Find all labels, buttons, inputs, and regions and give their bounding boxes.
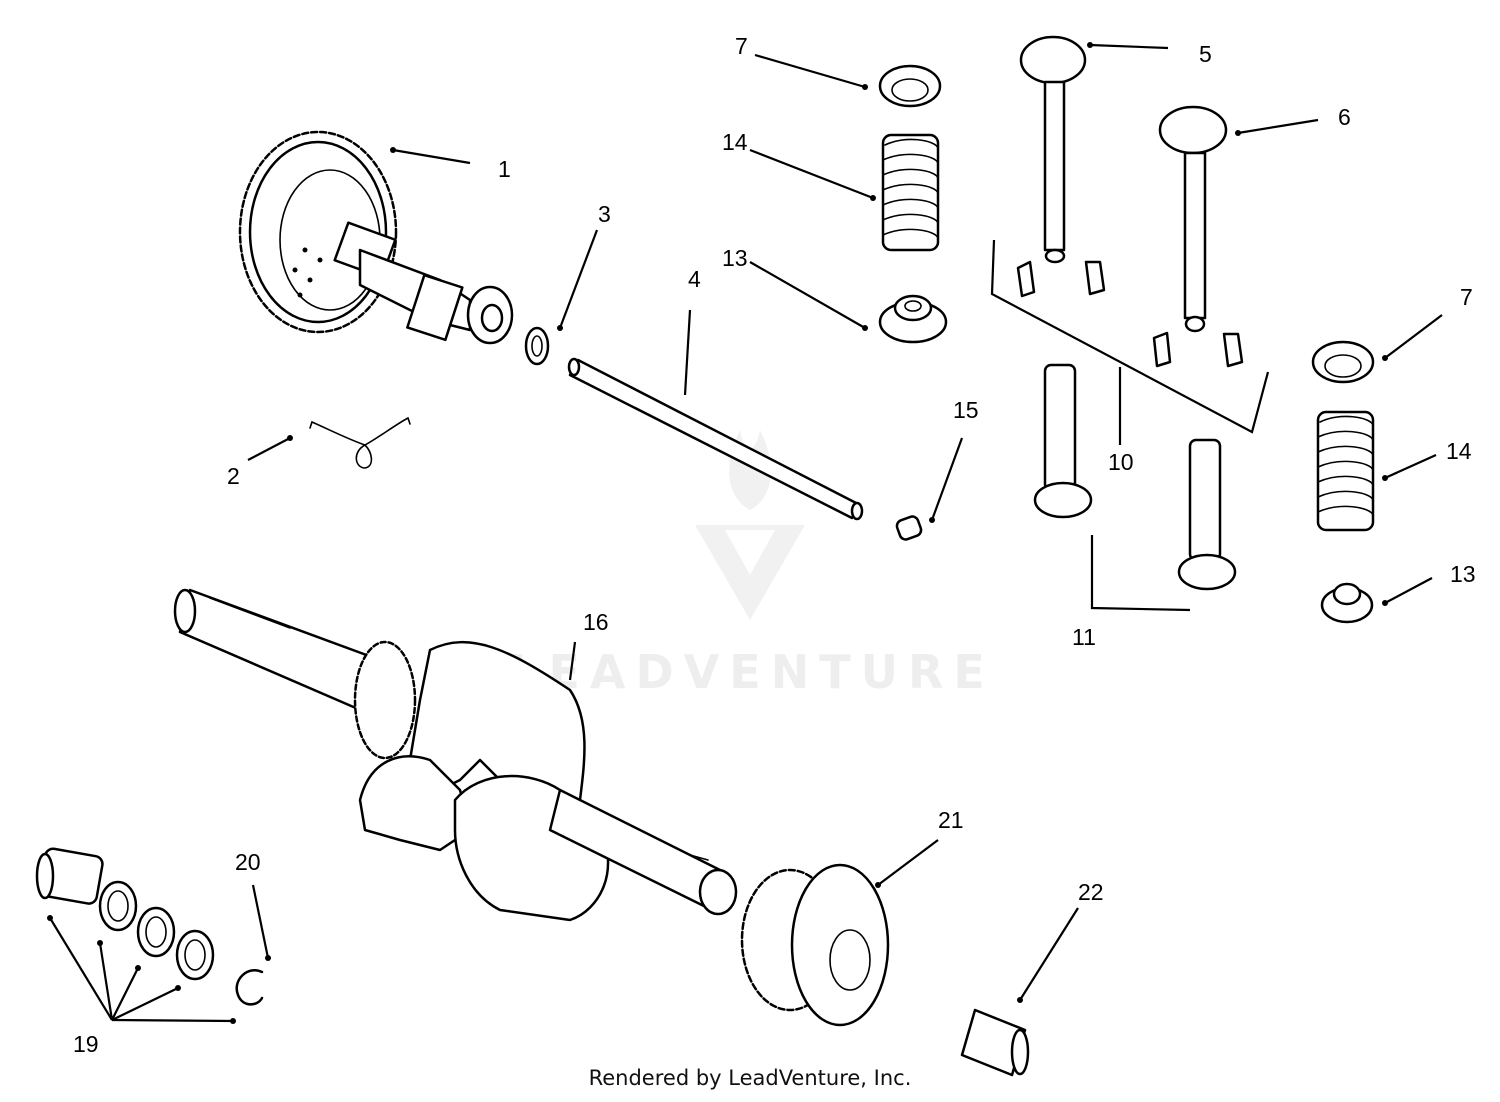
spring-part-top [881, 133, 940, 252]
callout-21: 21 [938, 807, 964, 833]
tappet-part-left [1033, 363, 1093, 519]
callout-16: 16 [583, 609, 609, 635]
bearing-part-22 [960, 1008, 1030, 1077]
callout-7-right: 7 [1460, 284, 1473, 310]
valve-part-6 [1158, 105, 1228, 333]
callout-4: 4 [688, 266, 701, 292]
cap-part-right [1320, 582, 1374, 624]
callout-15: 15 [953, 397, 979, 423]
callout-20: 20 [235, 849, 261, 875]
callout-13-right: 13 [1450, 561, 1476, 587]
camshaft-gear-part [238, 130, 514, 345]
callout-labels: 1 2 3 4 5 6 7 7 10 11 13 13 14 14 15 16 … [73, 33, 1476, 1057]
snap-ring-part [235, 969, 264, 1006]
bearing-washer-set [35, 847, 215, 981]
callout-5: 5 [1199, 41, 1212, 67]
leader-lines [47, 42, 1443, 1024]
plug-part [895, 515, 923, 541]
rocker-shaft-part [567, 357, 864, 521]
callout-19: 19 [73, 1031, 99, 1057]
render-credit: Rendered by LeadVenture, Inc. [588, 1066, 912, 1090]
cap-part-top [878, 294, 948, 344]
callout-1: 1 [498, 156, 511, 182]
callout-2: 2 [227, 463, 240, 489]
wire-clip-part [309, 416, 411, 469]
callout-22: 22 [1078, 879, 1104, 905]
washer-part-3 [524, 326, 550, 366]
spring-part-right [1316, 410, 1375, 532]
callout-13-top: 13 [722, 245, 748, 271]
callout-3: 3 [598, 201, 611, 227]
callout-14-right: 14 [1446, 438, 1472, 464]
callout-6: 6 [1338, 104, 1351, 130]
valve-keepers [1016, 260, 1244, 368]
retainer-part-top [878, 64, 942, 108]
crankshaft-part [173, 588, 738, 922]
valve-part-5 [1019, 35, 1087, 264]
balance-gear-part [740, 863, 890, 1027]
callout-14-top: 14 [722, 129, 748, 155]
watermark-text: LEADVENTURE [509, 645, 995, 699]
callout-11: 11 [1072, 624, 1096, 650]
tappet-part-right [1177, 438, 1237, 591]
callout-7-top: 7 [735, 33, 748, 59]
retainer-part-right [1311, 340, 1375, 384]
keepers-bracket [990, 239, 1270, 434]
callout-10: 10 [1108, 449, 1134, 475]
